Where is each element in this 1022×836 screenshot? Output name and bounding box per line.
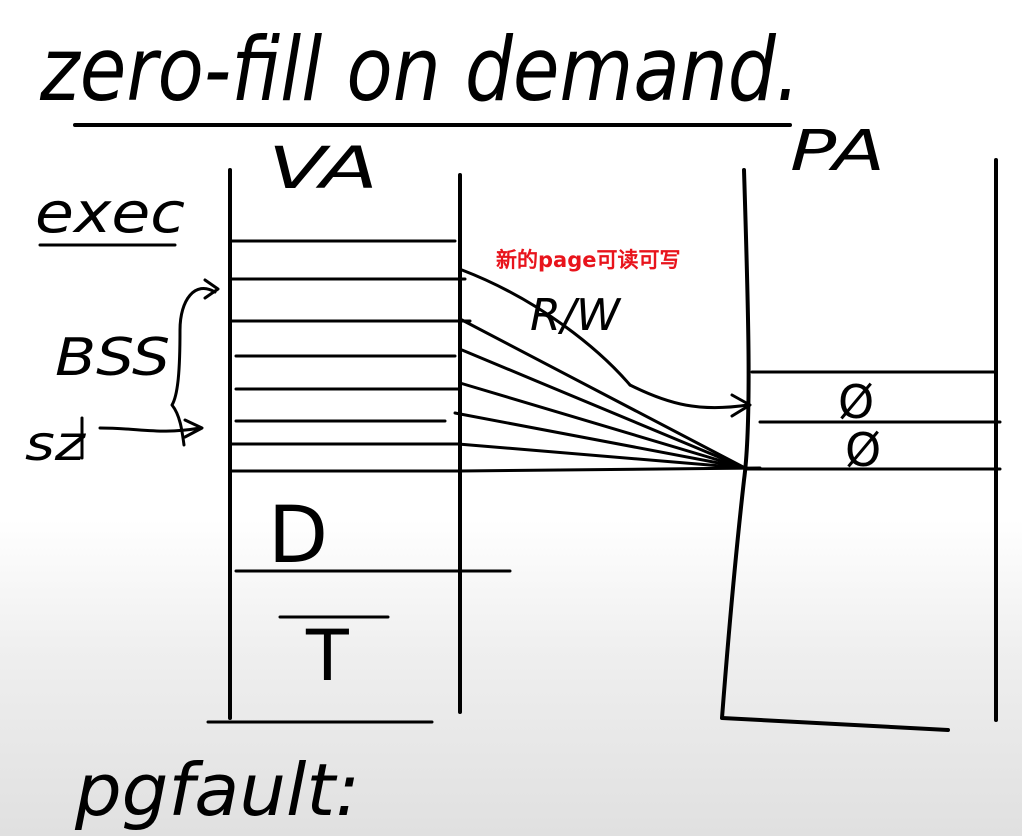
mapping-lines	[453, 268, 762, 473]
annotation-text: 新的page可读可写	[496, 248, 681, 272]
zero-page-label-2: Ø	[845, 423, 881, 477]
bss-arrow-head	[203, 278, 220, 300]
exec-label: exec	[35, 181, 185, 246]
va-label: VA	[268, 134, 378, 202]
va-address-space	[206, 168, 512, 724]
pa-address-space	[720, 158, 1002, 732]
bss-label: BSS	[55, 328, 170, 388]
zero-page-label-1: Ø	[838, 375, 874, 429]
sz-label: sz	[25, 416, 87, 472]
text-segment-label: T	[305, 615, 349, 697]
bss-brace	[170, 287, 217, 447]
data-segment-label: D	[268, 491, 328, 581]
sz-arrow	[98, 418, 204, 439]
title-text: zero-fill on demand.	[39, 18, 800, 121]
permission-label: R/W	[530, 290, 622, 341]
pa-label: PA	[790, 119, 885, 184]
pgfault-label: pgfault:	[74, 748, 360, 832]
